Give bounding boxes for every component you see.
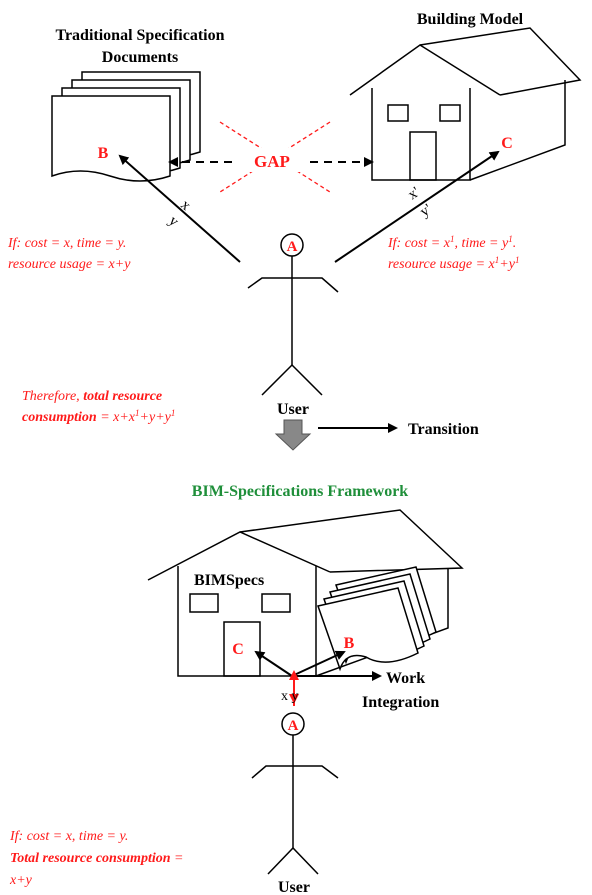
- arrow-right-x: x': [405, 184, 423, 203]
- spec-documents-icon: [51, 71, 201, 182]
- user-label-top: User: [277, 401, 309, 418]
- node-b-top: B: [98, 145, 109, 162]
- gap-label: GAP: [254, 152, 290, 171]
- gap-label-bg: [236, 148, 308, 172]
- spec-docs-title-line2: Documents: [102, 49, 178, 66]
- bimspecs-documents-icon: [317, 566, 437, 672]
- bottom-cost-line1: If: cost = x, time = y.: [9, 829, 128, 844]
- work-label-line2: Integration: [362, 694, 439, 711]
- user-label-bottom: User: [278, 879, 310, 895]
- xy-label: x y: [281, 689, 299, 704]
- building-model-title: Building Model: [417, 11, 524, 28]
- work-label-line1: Work: [386, 670, 425, 687]
- node-a-bottom: A: [288, 718, 299, 734]
- left-cost-line1: If: cost = x, time = y.: [7, 236, 126, 251]
- bimspecs-building-icon: [147, 509, 464, 677]
- arrow-user-to-b: [118, 154, 241, 263]
- node-a-top: A: [287, 239, 298, 255]
- building-model-icon: [349, 27, 582, 181]
- framework-title: BIM-Specifications Framework: [192, 483, 409, 500]
- bimspecs-label: BIMSpecs: [194, 572, 264, 589]
- node-c-top: C: [501, 135, 513, 152]
- transition-label: Transition: [408, 421, 479, 438]
- bottom-cost-line2: Total resource consumption =: [10, 851, 183, 866]
- arrow-left-x: x: [177, 197, 194, 214]
- arrow-to-b-bottom: [291, 650, 346, 677]
- right-cost-line1: If: cost = x1, time = y1.: [387, 234, 516, 251]
- right-cost-line2: resource usage = x1+y1: [388, 255, 519, 272]
- arrow-left-y: y: [165, 213, 182, 230]
- node-b-bottom: B: [344, 635, 355, 652]
- user-figure-bottom: [251, 735, 339, 875]
- transition-down-arrow-icon: [274, 419, 312, 451]
- user-figure-top: [247, 256, 339, 396]
- arrow-to-c-bottom: [254, 650, 293, 677]
- therefore-line2: consumption = x+x1+y+y1: [22, 408, 175, 425]
- arrow-user-to-c: [334, 150, 500, 263]
- therefore-line1: Therefore, total resource: [22, 389, 162, 404]
- node-c-bottom: C: [232, 641, 244, 658]
- bottom-cost-line3: x+y: [9, 873, 33, 888]
- spec-docs-title-line1: Traditional Specification: [55, 27, 224, 44]
- left-cost-line2: resource usage = x+y: [8, 257, 131, 272]
